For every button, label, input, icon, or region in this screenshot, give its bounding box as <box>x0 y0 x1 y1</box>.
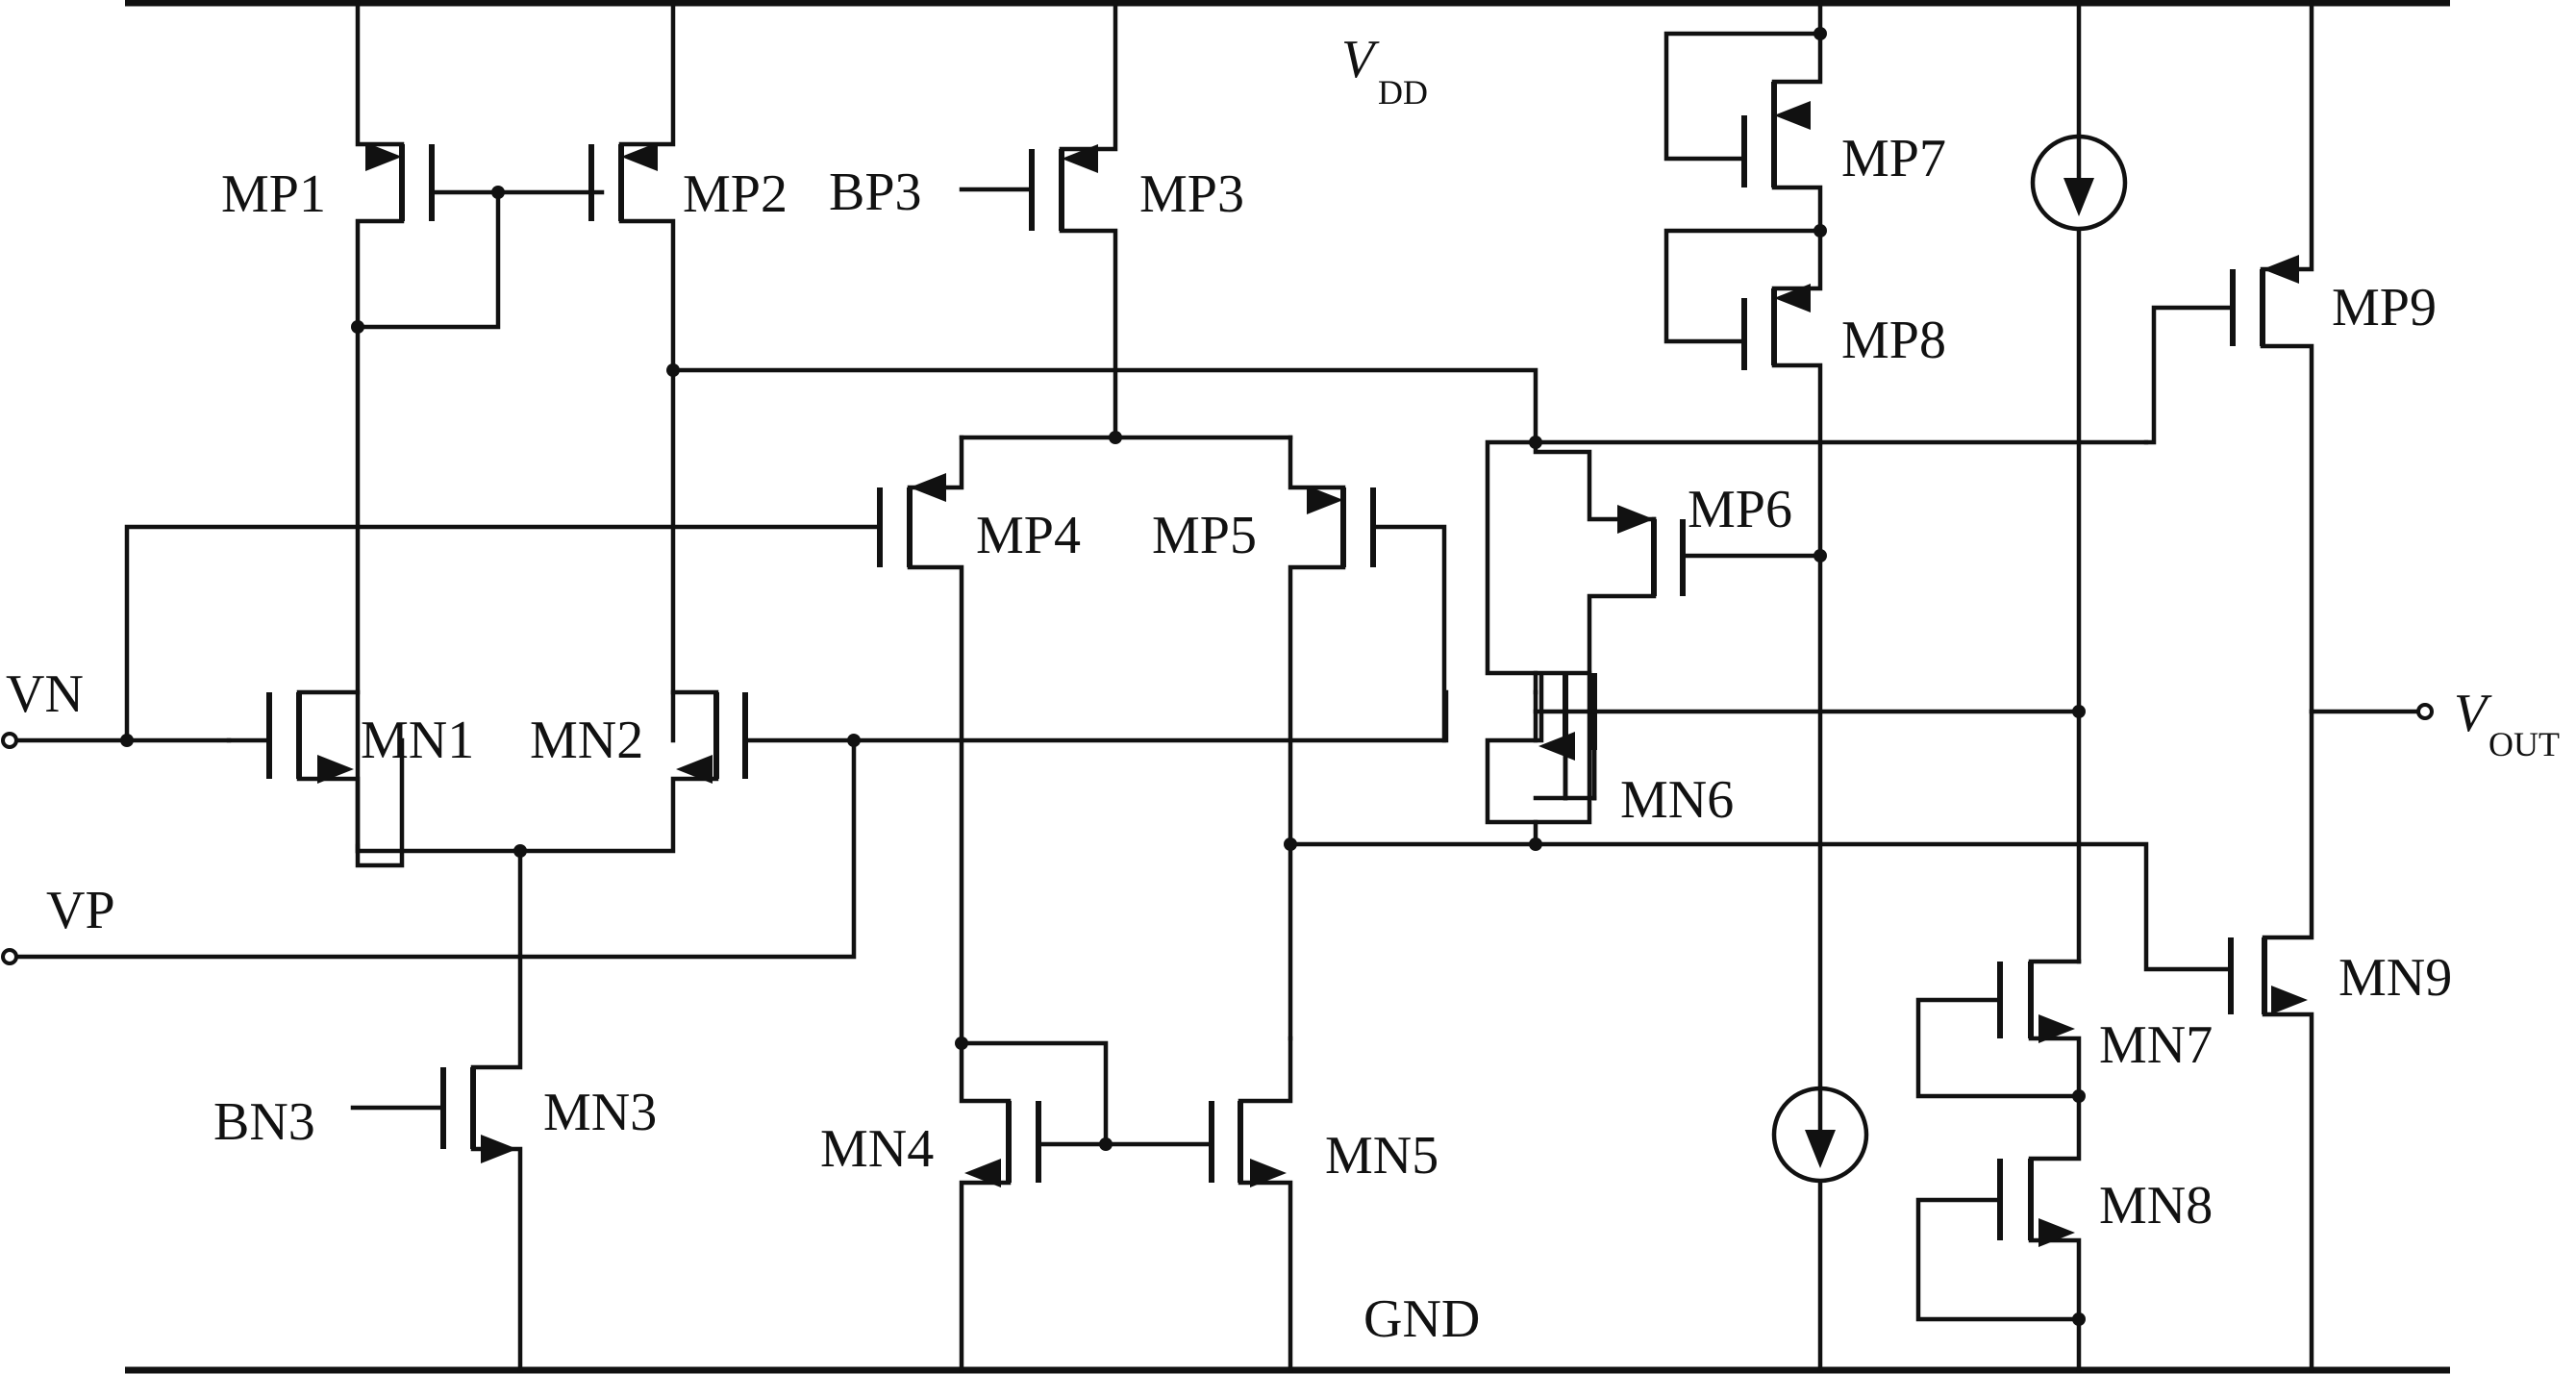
mn9-label: MN9 <box>2338 948 2452 1008</box>
mn2-label: MN2 <box>530 711 643 770</box>
mn7-label: MN7 <box>2099 1015 2213 1075</box>
vn-label: VN <box>6 664 84 724</box>
output-stage-wires <box>1591 0 2424 1373</box>
transistor-arrows <box>317 101 2308 1247</box>
second-pair-gates <box>877 149 1376 1183</box>
input-stage-gates <box>266 144 748 1149</box>
mp5-label: MP5 <box>1152 506 1257 565</box>
mn8-label: MN8 <box>2099 1176 2213 1236</box>
mp4-label: MP4 <box>976 506 1081 565</box>
bias-stack-gates <box>1563 82 1777 750</box>
mp1-label: MP1 <box>221 164 326 224</box>
output-stage-gates <box>1997 269 2267 1240</box>
mn6-label: MN6 <box>1620 770 1734 830</box>
gnd-label: GND <box>1363 1289 1480 1349</box>
vout-label-sub: OUT <box>2488 725 2560 763</box>
vp-label: VP <box>46 881 115 940</box>
vp-terminal <box>1 948 18 965</box>
vout-terminal <box>2416 703 2434 720</box>
vout-label: V <box>2454 684 2492 743</box>
mp6-label: MP6 <box>1688 480 1792 539</box>
vdd-label: V <box>1341 30 1380 89</box>
mp8-label: MP8 <box>1841 311 1946 370</box>
vn-terminal <box>1 732 18 749</box>
bn3-label: BN3 <box>213 1092 315 1152</box>
mn4-label: MN4 <box>820 1119 934 1179</box>
bp3-label: BP3 <box>829 162 922 222</box>
vdd-label-sub: DD <box>1378 73 1428 112</box>
current-source-top <box>2030 134 2128 232</box>
current-source-bottom <box>1771 1086 1869 1184</box>
mn3-label: MN3 <box>543 1083 657 1142</box>
mp7-label: MP7 <box>1841 129 1946 188</box>
bias-stack-wires <box>1485 0 2149 1089</box>
junction-dots <box>120 27 2086 1326</box>
mn5-label: MN5 <box>1325 1126 1438 1186</box>
mp9-label: MP9 <box>2332 278 2437 337</box>
mp2-label: MP2 <box>683 164 788 224</box>
mp3-label: MP3 <box>1139 164 1244 224</box>
mn1-label: MN1 <box>361 711 474 770</box>
